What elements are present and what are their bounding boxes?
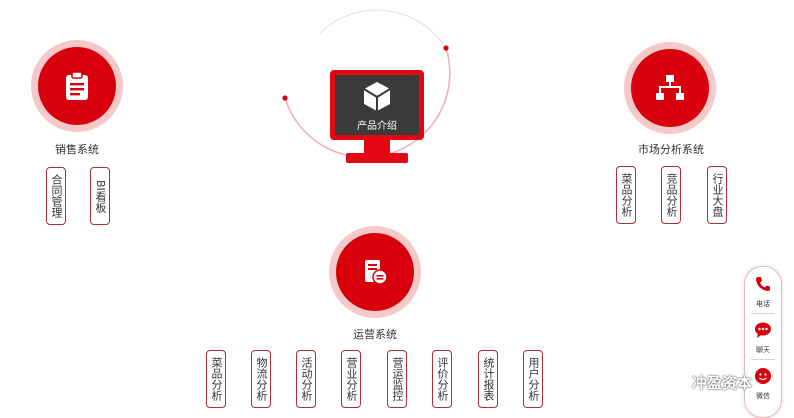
tag-market-dish-analysis[interactable]: 菜品分析 xyxy=(616,166,636,224)
watermark-text: 冲盈资本 xyxy=(692,374,753,392)
monitor-base xyxy=(346,153,408,163)
wechat-logo-icon xyxy=(660,372,686,392)
wechat-button[interactable]: 微信 xyxy=(745,367,781,401)
watermark: 冲盈资本 xyxy=(660,372,752,393)
monitor-neck xyxy=(364,140,390,154)
tag-logistics-analysis[interactable]: 物流分析 xyxy=(251,350,271,408)
operations-system-label: 运营系统 xyxy=(353,328,397,341)
sidebar-divider xyxy=(751,313,775,314)
sales-disc xyxy=(38,47,116,125)
tag-statistics-report[interactable]: 统计报表 xyxy=(478,350,498,408)
tag-user-analysis[interactable]: 用户分析 xyxy=(523,350,543,408)
market-disc xyxy=(631,49,709,127)
org-chart-icon xyxy=(656,75,684,100)
sidebar-divider xyxy=(751,359,775,360)
chat-bubble-icon xyxy=(755,322,771,338)
ops-disc xyxy=(336,233,414,311)
wechat-label: 微信 xyxy=(756,392,770,400)
tag-industry-overview[interactable]: 行业大盘 xyxy=(707,166,727,224)
tag-operation-monitoring[interactable]: 营运监控 xyxy=(387,350,407,408)
tag-ops-dish-analysis[interactable]: 菜品分析 xyxy=(206,350,226,408)
tag-bi-dashboard[interactable]: BI看板 xyxy=(90,167,110,225)
document-stack-icon xyxy=(365,260,388,285)
phone-icon xyxy=(756,277,770,291)
product-intro-title: 产品介绍 xyxy=(357,121,397,132)
market-analysis-label: 市场分析系统 xyxy=(638,143,704,156)
tag-contract-management[interactable]: 合同管理 xyxy=(46,167,66,225)
clipboard-icon xyxy=(66,71,88,100)
phone-button[interactable]: 电话 xyxy=(745,275,781,309)
contact-sidebar: 电话 聊天 微信 xyxy=(744,266,782,418)
wechat-icon xyxy=(755,368,771,384)
phone-label: 电话 xyxy=(756,300,770,308)
chat-button[interactable]: 聊天 xyxy=(745,321,781,355)
cube-icon xyxy=(363,82,391,111)
tag-business-analysis[interactable]: 营业分析 xyxy=(341,350,361,408)
tag-competitor-analysis[interactable]: 竞品分析 xyxy=(661,166,681,224)
tag-review-analysis[interactable]: 评价分析 xyxy=(432,350,452,408)
sales-system-label: 销售系统 xyxy=(55,143,99,156)
chat-label: 聊天 xyxy=(756,346,770,354)
tag-campaign-analysis[interactable]: 活动分析 xyxy=(296,350,316,408)
